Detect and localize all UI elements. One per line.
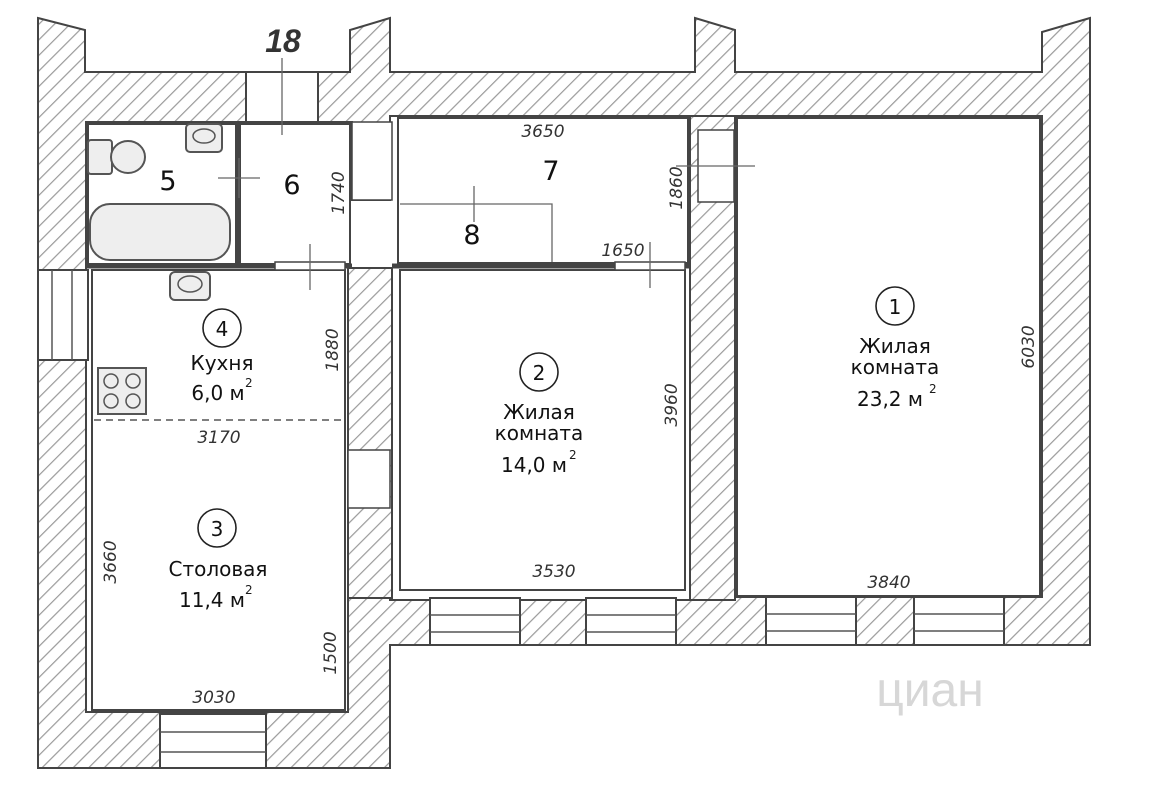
window-room-1-a bbox=[765, 596, 857, 646]
room-number-2: 2 bbox=[533, 361, 546, 385]
window-room-2-b bbox=[585, 597, 677, 646]
window-room-1-b bbox=[913, 596, 1005, 646]
room-4-badge bbox=[202, 308, 242, 348]
stove-icon bbox=[97, 367, 147, 415]
dim-3660: 3660 bbox=[101, 540, 121, 583]
room-1-living bbox=[736, 117, 1041, 597]
dim-1650: 1650 bbox=[601, 241, 644, 261]
toilet-icon bbox=[87, 139, 146, 175]
dim-1860: 1860 bbox=[667, 166, 687, 209]
dim-1880: 1880 bbox=[323, 328, 343, 371]
window-dining-bottom bbox=[159, 713, 267, 769]
room-3-area: 11,4 м bbox=[179, 588, 245, 612]
room-2-name-line2: комната bbox=[495, 421, 584, 445]
door-hall-left bbox=[351, 121, 393, 201]
room-number-6: 6 bbox=[283, 170, 300, 201]
room-number-5: 5 bbox=[159, 166, 176, 197]
dim-3170: 3170 bbox=[197, 428, 240, 448]
bathtub-icon bbox=[89, 203, 231, 261]
watermark: циан bbox=[876, 664, 984, 717]
room-2-badge bbox=[519, 352, 559, 392]
room-2-area-sup: 2 bbox=[569, 448, 577, 462]
room-3-name: Столовая bbox=[169, 557, 268, 581]
room-2-living bbox=[399, 269, 686, 591]
door-dining bbox=[347, 449, 391, 509]
room-number-4: 4 bbox=[216, 317, 229, 341]
apartment-number: 18 bbox=[265, 23, 301, 59]
room-number-3: 3 bbox=[211, 517, 224, 541]
dim-3650: 3650 bbox=[521, 122, 564, 142]
window-kitchen-left bbox=[37, 269, 89, 361]
room-6-toilet bbox=[239, 123, 351, 265]
dim-1500: 1500 bbox=[321, 631, 341, 674]
dim-3960: 3960 bbox=[662, 383, 682, 426]
room-3-area-sup: 2 bbox=[245, 583, 253, 597]
window-room-2-a bbox=[429, 597, 521, 646]
room-2-name-line1: Жилая bbox=[503, 400, 575, 424]
dim-3030: 3030 bbox=[192, 688, 235, 708]
room-2-area: 14,0 м bbox=[501, 453, 567, 477]
dim-3840: 3840 bbox=[867, 573, 910, 593]
bathroom-sink-icon bbox=[185, 123, 223, 153]
dim-3530: 3530 bbox=[532, 562, 575, 582]
room-1-area: 23,2 м bbox=[857, 387, 923, 411]
room-3-badge bbox=[197, 508, 237, 548]
room-number-1: 1 bbox=[889, 295, 902, 319]
dim-1740: 1740 bbox=[329, 171, 349, 214]
room-number-8: 8 bbox=[463, 220, 480, 251]
room-4-name: Кухня bbox=[191, 351, 254, 375]
room-1-name-line2: комната bbox=[851, 355, 940, 379]
interior-wall-center bbox=[347, 267, 393, 599]
dim-6030: 6030 bbox=[1019, 325, 1039, 368]
room-number-7: 7 bbox=[542, 156, 559, 187]
room-8-closet-outline bbox=[400, 203, 553, 262]
room-1-name-line1: Жилая bbox=[859, 334, 931, 358]
room-4-area: 6,0 м bbox=[191, 381, 244, 405]
room-1-badge bbox=[875, 286, 915, 326]
room-4-area-sup: 2 bbox=[245, 376, 253, 390]
kitchen-sink-icon bbox=[169, 271, 211, 301]
room-1-area-sup: 2 bbox=[929, 382, 937, 396]
room-7-hall bbox=[397, 117, 689, 264]
